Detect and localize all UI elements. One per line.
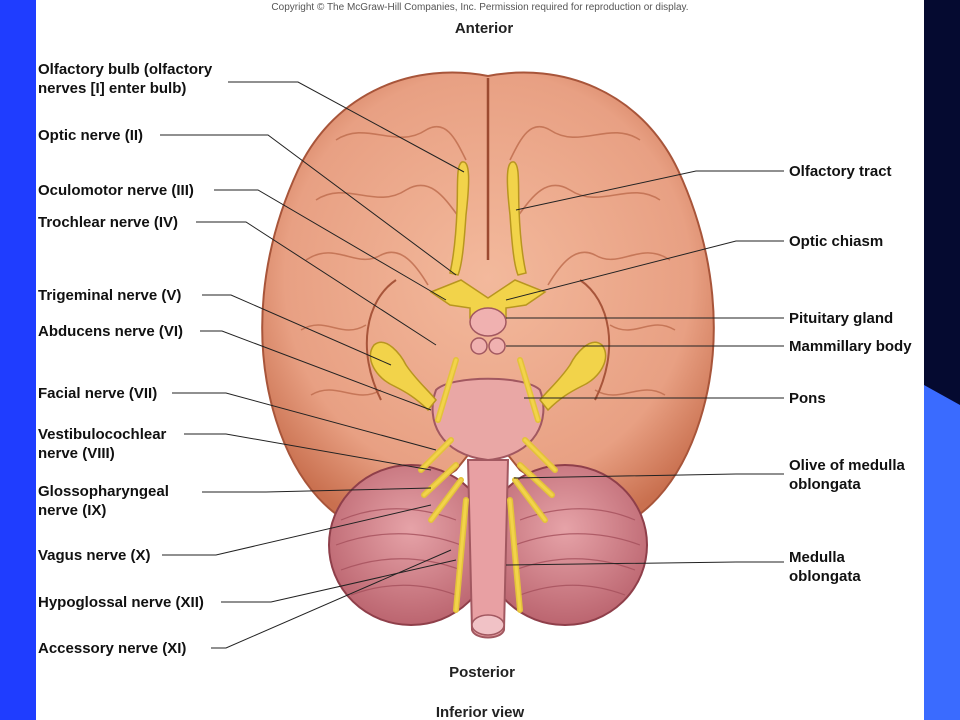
label-optic-chiasm: Optic chiasm (789, 233, 884, 250)
label-pituitary-gland: Pituitary gland (789, 310, 894, 327)
label-vestibulocochlear-nerve: Vestibulocochlear nerve (VIII) (38, 426, 167, 462)
label-trochlear-nerve: Trochlear nerve (IV) (38, 214, 179, 231)
olfactory-tract-right (506, 161, 527, 276)
anterior-label: Anterior (454, 20, 514, 37)
brain-illustration (160, 71, 784, 649)
label-trigeminal-nerve: Trigeminal nerve (V) (38, 287, 182, 304)
trigeminal-left (369, 341, 437, 412)
slide-right-accent (924, 385, 960, 720)
mammillary-body-right (488, 337, 506, 355)
label-abducens-nerve: Abducens nerve (VI) (38, 323, 184, 340)
slide-left-bar (0, 0, 36, 720)
label-pons: Pons (789, 390, 826, 407)
label-olive-medulla: Olive of medulla oblongata (789, 457, 905, 493)
label-olfactory-bulb: Olfactory bulb (olfactory nerves [I] ent… (38, 61, 213, 97)
posterior-label: Posterior (449, 664, 515, 681)
medulla (466, 459, 510, 639)
label-accessory-nerve: Accessory nerve (XI) (38, 640, 187, 657)
label-medulla-oblongata: Medulla oblongata (789, 549, 861, 585)
trigeminal-right (539, 341, 607, 412)
inferior-view-label: Inferior view (435, 704, 525, 720)
label-facial-nerve: Facial nerve (VII) (38, 385, 158, 402)
pons (431, 377, 545, 462)
optic-chiasm (429, 279, 547, 319)
mammillary-body-left (470, 337, 488, 355)
label-vagus-nerve: Vagus nerve (X) (38, 547, 151, 564)
label-oculomotor-nerve: Oculomotor nerve (III) (38, 182, 194, 199)
copyright-notice: Copyright © The McGraw-Hill Companies, I… (271, 2, 689, 13)
pituitary-gland (469, 307, 507, 337)
label-optic-nerve: Optic nerve (II) (38, 127, 144, 144)
slide-right-notch (924, 385, 960, 405)
label-hypoglossal-nerve: Hypoglossal nerve (XII) (38, 594, 204, 611)
label-mammillary-body: Mammillary body (789, 338, 912, 355)
figure-panel: Copyright © The McGraw-Hill Companies, I… (36, 0, 924, 720)
label-glossopharyngeal-nerve: Glossopharyngeal nerve (IX) (38, 483, 169, 519)
label-olfactory-tract: Olfactory tract (789, 163, 892, 180)
